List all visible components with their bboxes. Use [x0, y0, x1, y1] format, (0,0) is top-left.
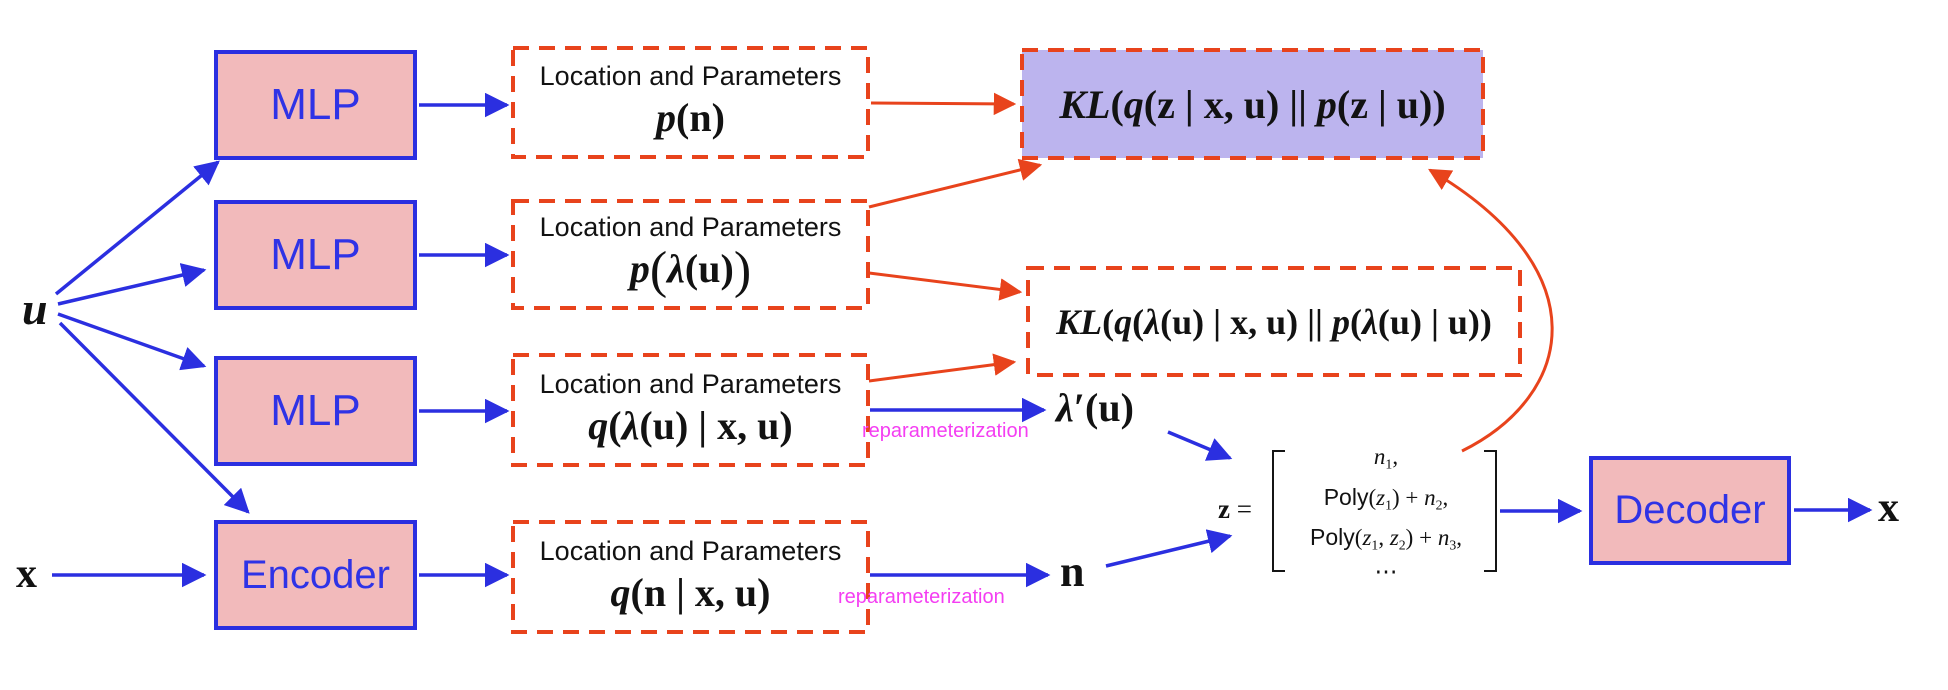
- z-bracket-right: [1484, 450, 1497, 572]
- arrow-lambda-prime-to-z: [1167, 430, 1233, 461]
- arrow-u-to-encoder: [58, 321, 250, 514]
- z-bracket-left: [1272, 450, 1285, 572]
- reparameterization-label-lambda: reparameterization: [862, 420, 1029, 442]
- label-lambda-prime-u: λ′(u): [1056, 385, 1134, 430]
- z-equation-lhs: z =: [1218, 494, 1252, 524]
- z-vector-rows: n1, Poly(z1) + n2, Poly(z1, z2) + n3, ⋯: [1290, 444, 1482, 582]
- param-box-p-lambda-outline: [511, 199, 870, 310]
- label-n-sample: n: [1060, 547, 1085, 596]
- arrow-u-to-mlp3: [57, 312, 207, 371]
- formula-q-lambda-u: q(λ(u) | x, u): [588, 402, 793, 448]
- mlp2-box: MLP: [214, 200, 417, 310]
- arrow-n-to-z: [1105, 529, 1233, 568]
- formula-q-n-x-u: q(n | x, u): [610, 569, 771, 615]
- arrow-u-to-mlp2: [57, 263, 207, 306]
- kl-z-box-outline: [1020, 48, 1485, 160]
- z-row-ellipsis: ⋯: [1374, 558, 1398, 584]
- arrow-q-lambda-to-kl-lambda: [868, 353, 1017, 383]
- mlp3-box: MLP: [214, 356, 417, 466]
- z-row: Poly(z1) + n2,: [1323, 483, 1449, 513]
- arrow-p-lambda-to-kl-lambda: [868, 271, 1023, 301]
- param-box-title: Location and Parameters: [539, 368, 842, 399]
- param-box-p-lambda: Location and Parameters p(λ(u)): [513, 201, 868, 308]
- arrow-u-to-mlp1: [54, 160, 220, 296]
- formula-kl-lambda: KL(q(λ(u) | x, u) || p(λ(u) | u)): [1056, 301, 1492, 342]
- label-x-input: x: [16, 551, 37, 597]
- encoder-box: Encoder: [214, 520, 417, 630]
- reparameterization-label-n: reparameterization: [838, 586, 1005, 608]
- kl-lambda-box: KL(q(λ(u) | x, u) || p(λ(u) | u)): [1028, 268, 1520, 375]
- param-box-title: Location and Parameters: [539, 211, 842, 242]
- kl-z-box: KL(q(z | x, u) || p(z | u)): [1022, 50, 1483, 158]
- kl-lambda-box-outline: [1026, 266, 1522, 377]
- param-box-p-n-outline: [511, 46, 870, 159]
- arrow-p-n-to-kl-z: [870, 92, 1017, 116]
- decoder-box: Decoder: [1589, 456, 1791, 565]
- arrow-p-lambda-to-kl-z: [868, 158, 1043, 209]
- param-box-p-n: Location and Parameters p(n): [513, 48, 868, 157]
- arrow-z-to-kl-z-curved: [1428, 168, 1554, 453]
- mlp1-box: MLP: [214, 50, 417, 160]
- formula-p-n: p(n): [656, 95, 725, 140]
- param-box-title: Location and Parameters: [539, 535, 842, 566]
- mlp2-label: MLP: [270, 230, 361, 279]
- z-row: n1,: [1373, 444, 1399, 472]
- label-x-output: x: [1878, 485, 1899, 531]
- param-box-title: Location and Parameters: [539, 61, 842, 91]
- formula-p-lambda-u: p(λ(u)): [629, 242, 752, 300]
- encoder-label: Encoder: [241, 552, 390, 597]
- z-row: Poly(z1, z2) + n3,: [1310, 524, 1462, 553]
- param-box-q-lambda: Location and Parameters q(λ(u) | x, u): [513, 355, 868, 465]
- formula-kl-z: KL(q(z | x, u) || p(z | u)): [1059, 81, 1446, 127]
- mlp1-label: MLP: [270, 80, 361, 129]
- decoder-label: Decoder: [1614, 488, 1766, 532]
- label-u-input: u: [22, 283, 48, 334]
- param-box-q-n: Location and Parameters q(n | x, u): [513, 522, 868, 632]
- mlp3-label: MLP: [270, 386, 361, 435]
